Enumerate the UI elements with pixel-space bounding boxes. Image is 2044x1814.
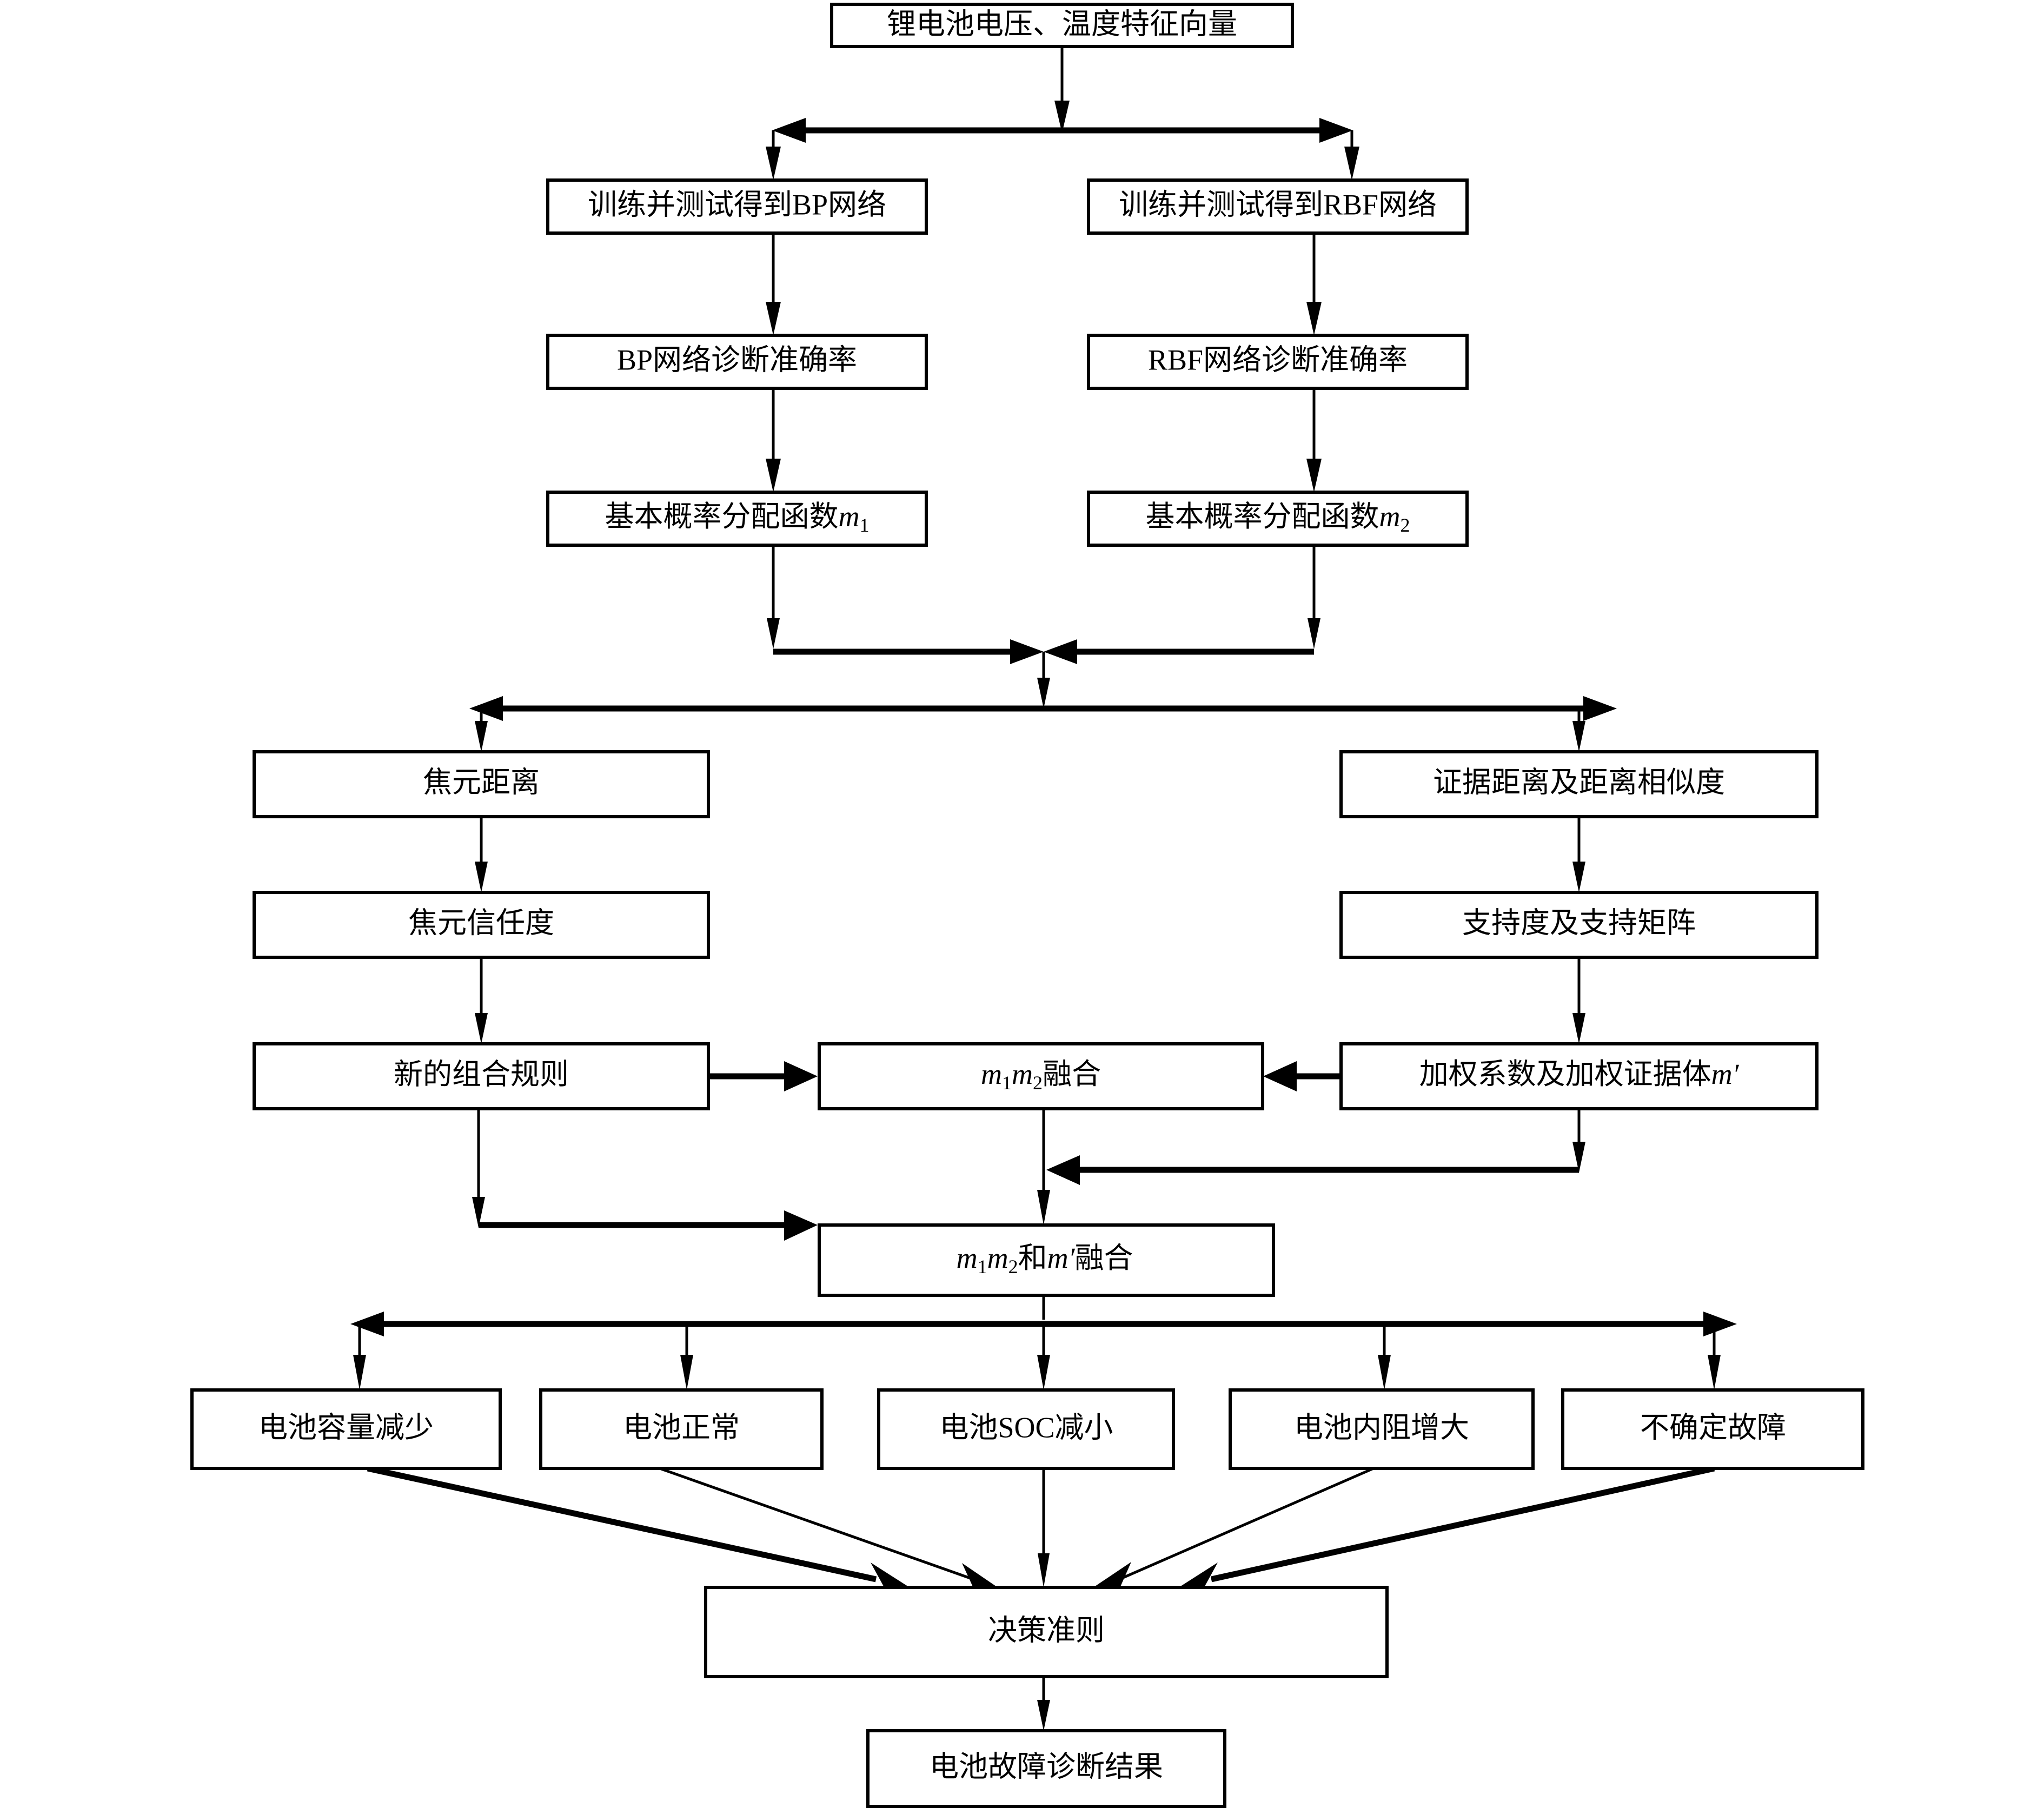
edge-merge-m1-m2 <box>767 545 1320 664</box>
node-train-bp[interactable]: 训练并测试得到BP网络 <box>546 178 928 235</box>
node-label: 训练并测试得到BP网络 <box>588 188 886 221</box>
node-evidence-distance-similarity[interactable]: 证据距离及距离相似度 <box>1339 750 1819 818</box>
node-decision-rule[interactable]: 决策准则 <box>704 1586 1389 1678</box>
edge-n13-n15 <box>1037 1109 1050 1225</box>
node-focal-trust[interactable]: 焦元信任度 <box>253 891 710 959</box>
node-label: 基本概率分配函数m1 <box>605 500 870 536</box>
node-new-combination-rule[interactable]: 新的组合规则 <box>253 1042 710 1110</box>
edge-layer <box>350 47 1737 1731</box>
node-label: 焦元距离 <box>423 766 540 798</box>
node-fault-capacity-reduced[interactable]: 电池容量减少 <box>190 1388 502 1470</box>
node-bpa-m2[interactable]: 基本概率分配函数m2 <box>1087 491 1469 547</box>
node-fault-soc-reduced[interactable]: 电池SOC减小 <box>877 1388 1175 1470</box>
edge-n8-n10 <box>475 817 488 892</box>
node-label: 电池内阻增大 <box>1294 1411 1469 1444</box>
node-layer: 锂电池电压、温度特征向量 训练并测试得到BP网络 训练并测试得到RBF网络 BP… <box>190 3 1864 1808</box>
edge-n15-faults <box>350 1295 1737 1390</box>
node-train-rbf[interactable]: 训练并测试得到RBF网络 <box>1087 178 1469 235</box>
node-fault-normal[interactable]: 电池正常 <box>539 1388 824 1470</box>
edge-n9-n11 <box>1572 817 1585 892</box>
node-label: 电池SOC减小 <box>939 1411 1113 1444</box>
node-focal-distance[interactable]: 焦元距离 <box>253 750 710 818</box>
node-label: m1m2和m′融合 <box>957 1242 1133 1277</box>
edge-n2-n4 <box>766 233 781 335</box>
node-label: 电池容量减少 <box>258 1411 434 1444</box>
node-label: BP网络诊断准确率 <box>617 343 857 376</box>
edge-n12-n15 <box>472 1109 818 1241</box>
edge-n4-n6 <box>766 388 781 492</box>
node-label: 证据距离及距离相似度 <box>1433 766 1725 798</box>
node-label: 电池故障诊断结果 <box>930 1750 1163 1783</box>
node-label: 支持度及支持矩阵 <box>1462 906 1696 939</box>
edge-n14-n13 <box>1263 1061 1341 1091</box>
edge-n12-n13 <box>708 1061 818 1091</box>
node-weight-evidence[interactable]: 加权系数及加权证据体m′ <box>1339 1042 1819 1110</box>
node-label: 加权系数及加权证据体m′ <box>1419 1058 1740 1090</box>
edge-faults-decision <box>367 1465 1715 1591</box>
node-label: 新的组合规则 <box>394 1058 569 1090</box>
edge-n3-n5 <box>1306 233 1322 335</box>
node-label: 电池正常 <box>623 1411 740 1444</box>
node-fault-resistance-increased[interactable]: 电池内阻增大 <box>1229 1388 1535 1470</box>
node-m1m2-mprime-fusion[interactable]: m1m2和m′融合 <box>818 1223 1275 1297</box>
node-label: RBF网络诊断准确率 <box>1148 343 1408 376</box>
edge-n5-n7 <box>1306 388 1322 492</box>
node-label: 不确定故障 <box>1640 1411 1786 1444</box>
node-label: m1m2融合 <box>981 1058 1101 1094</box>
node-rbf-accuracy[interactable]: RBF网络诊断准确率 <box>1087 334 1469 390</box>
node-label: 决策准则 <box>988 1614 1105 1646</box>
node-label: 焦元信任度 <box>408 906 554 939</box>
node-label: 训练并测试得到RBF网络 <box>1119 188 1437 221</box>
node-support-matrix[interactable]: 支持度及支持矩阵 <box>1339 891 1819 959</box>
node-bp-accuracy[interactable]: BP网络诊断准确率 <box>546 334 928 390</box>
edge-n14-n15 <box>1046 1109 1585 1185</box>
edge-n11-n14 <box>1572 957 1585 1044</box>
node-diagnosis-result[interactable]: 电池故障诊断结果 <box>866 1729 1226 1808</box>
node-label: 基本概率分配函数m2 <box>1146 500 1410 536</box>
node-fault-uncertain[interactable]: 不确定故障 <box>1561 1388 1864 1470</box>
node-feature-vector[interactable]: 锂电池电压、温度特征向量 <box>830 3 1294 48</box>
node-m1m2-fusion[interactable]: m1m2融合 <box>818 1042 1264 1110</box>
edge-merge-fanout <box>469 652 1617 752</box>
edge-n10-n12 <box>475 957 488 1044</box>
edge-n1-fanout <box>766 47 1359 180</box>
node-label: 锂电池电压、温度特征向量 <box>887 8 1237 40</box>
edge-n21-n22 <box>1037 1677 1050 1731</box>
node-bpa-m1[interactable]: 基本概率分配函数m1 <box>546 491 928 547</box>
